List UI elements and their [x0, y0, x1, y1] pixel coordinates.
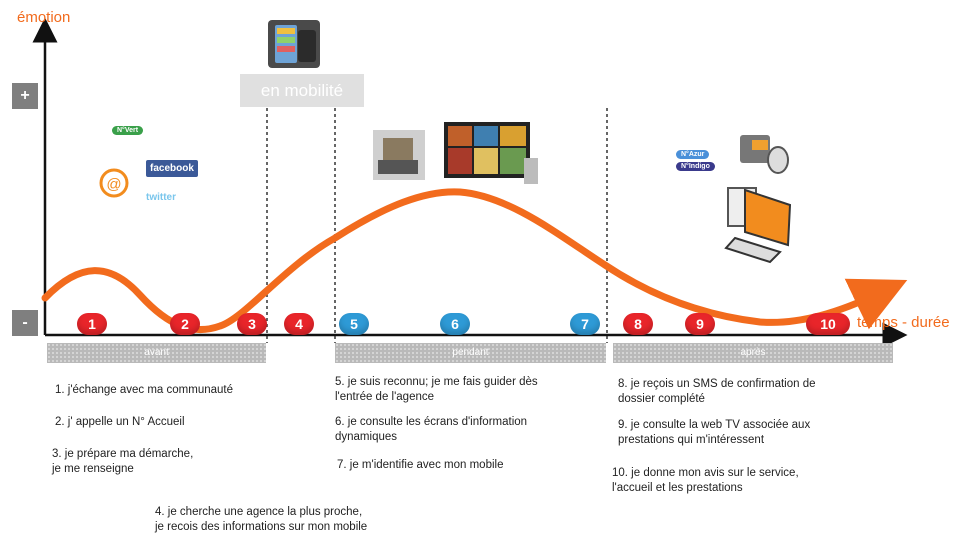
- at-symbol: @: [106, 176, 121, 193]
- step-5-line-2: l'entrée de l'agence: [335, 391, 435, 403]
- step-6-line-2: dynamiques: [335, 431, 398, 443]
- step-10-line-1: 10. je donne mon avis sur le service,: [612, 467, 799, 479]
- step-10-text: 10. je donne mon avis sur le service, l'…: [612, 466, 799, 496]
- step-5-line-1: 5. je suis reconnu; je me fais guider dè…: [335, 376, 538, 388]
- step-8-text: 8. je reçois un SMS de confirmation de d…: [618, 377, 816, 407]
- step-marker-3: 3: [237, 313, 267, 335]
- step-7-text: 7. je m'identifie avec mon mobile: [337, 459, 504, 471]
- step-3-line-2: je me renseigne: [52, 463, 134, 475]
- mobility-label: en mobilité: [240, 74, 364, 107]
- y-axis-label: émotion: [17, 9, 71, 26]
- information-screens-icon: [444, 122, 538, 184]
- step-2-text: 2. j' appelle un N° Accueil: [55, 416, 185, 428]
- phone-mouse-icon: [740, 135, 789, 174]
- step-3-text: 3. je prépare ma démarche, je me renseig…: [52, 447, 193, 477]
- step-4-text: 4. je cherche une agence la plus proche,…: [155, 505, 367, 535]
- n-vert-badge: N°Vert: [112, 126, 144, 135]
- step-4-line-1: 4. je cherche une agence la plus proche,: [155, 506, 363, 518]
- facebook-icon: facebook: [146, 160, 198, 177]
- smartphone-icon: [268, 20, 320, 68]
- emotion-curve: [41, 188, 908, 334]
- step-marker-9: 9: [685, 313, 715, 335]
- step-marker-2: 2: [170, 313, 200, 335]
- x-axis-label: temps - durée: [857, 314, 950, 331]
- step-marker-10: 10: [806, 313, 850, 335]
- step-1-text: 1. j'échange avec ma communauté: [55, 384, 233, 396]
- twitter-icon: twitter: [146, 192, 176, 203]
- step-8-line-2: dossier complété: [618, 393, 705, 405]
- step-10-line-2: l'accueil et les prestations: [612, 482, 743, 494]
- step-marker-4: 4: [284, 313, 314, 335]
- scale-minus: -: [12, 310, 38, 336]
- phase-bar-pendant: pendant: [335, 343, 606, 363]
- n-azur-badge: N°Azur: [676, 150, 710, 159]
- scale-plus: +: [12, 83, 38, 109]
- step-6-text: 6. je consulte les écrans d'information …: [335, 415, 527, 445]
- step-6-line-1: 6. je consulte les écrans d'information: [335, 416, 528, 428]
- n-indigo-badge: N°Indigo: [676, 162, 715, 171]
- step-9-text: 9. je consulte la web TV associée aux pr…: [618, 418, 810, 448]
- agency-kiosk-icon: [373, 130, 425, 180]
- phase-bar-apres: après: [613, 343, 893, 363]
- step-8-line-1: 8. je reçois un SMS de confirmation de: [618, 378, 816, 390]
- step-marker-8: 8: [623, 313, 653, 335]
- step-marker-1: 1: [77, 313, 107, 335]
- step-9-line-2: prestations qui m'intéressent: [618, 434, 765, 446]
- step-3-line-1: 3. je prépare ma démarche,: [52, 448, 194, 460]
- step-9-line-1: 9. je consulte la web TV associée aux: [618, 419, 811, 431]
- step-4-line-2: je recois des informations sur mon mobil…: [155, 521, 368, 533]
- step-marker-5: 5: [339, 313, 369, 335]
- phase-bar-avant: avant: [47, 343, 266, 363]
- email-at-icon: @: [99, 168, 129, 198]
- computer-icon: [724, 187, 792, 264]
- step-marker-7: 7: [570, 313, 600, 335]
- step-marker-6: 6: [440, 313, 470, 335]
- step-5-text: 5. je suis reconnu; je me fais guider dè…: [335, 375, 538, 405]
